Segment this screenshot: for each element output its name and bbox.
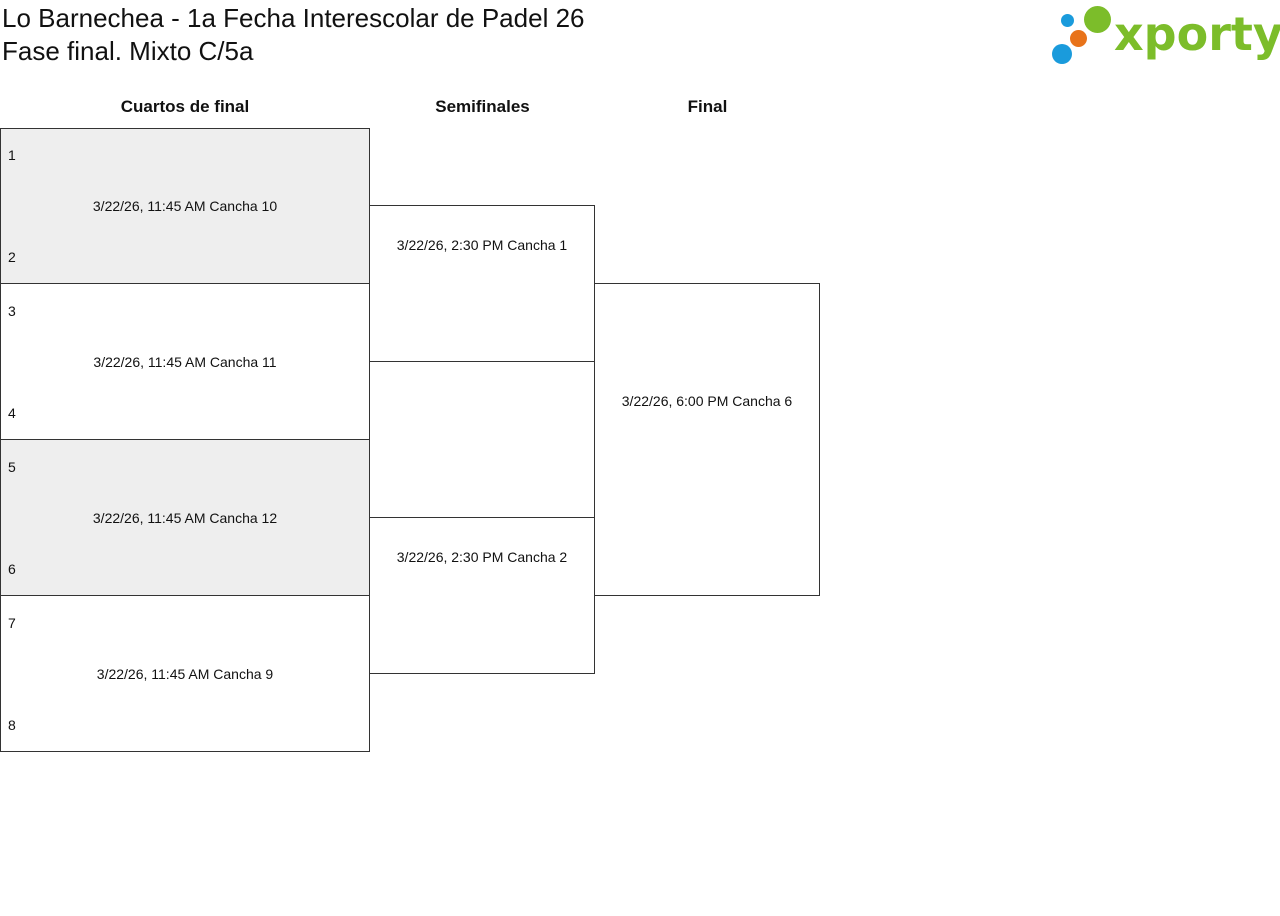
- seed-number: 3: [8, 303, 16, 319]
- quarterfinal-match-4[interactable]: 7 3/22/26, 11:45 AM Cancha 9 8: [0, 595, 370, 752]
- semifinal-match-2[interactable]: 3/22/26, 2:30 PM Cancha 2: [369, 517, 595, 674]
- seed-number: 6: [8, 561, 16, 577]
- round-header-semifinals: Semifinales: [435, 97, 530, 116]
- logo-wordmark: xporty: [1114, 7, 1280, 61]
- seed-number: 4: [8, 405, 16, 421]
- logo-dot-orange: [1070, 30, 1087, 47]
- logo-dot-blue-small: [1061, 14, 1074, 27]
- match-schedule: 3/22/26, 6:00 PM Cancha 6: [621, 393, 793, 409]
- match-schedule: 3/22/26, 2:30 PM Cancha 1: [396, 237, 568, 253]
- match-schedule: 3/22/26, 11:45 AM Cancha 9: [96, 666, 274, 682]
- quarterfinal-match-3[interactable]: 5 3/22/26, 11:45 AM Cancha 12 6: [0, 439, 370, 596]
- page-title: Lo Barnechea - 1a Fecha Interescolar de …: [2, 3, 585, 33]
- seed-number: 7: [8, 615, 16, 631]
- seed-number: 2: [8, 249, 16, 265]
- seed-number: 1: [8, 147, 16, 163]
- logo-dot-blue-large: [1052, 44, 1072, 64]
- round-header-final: Final: [687, 97, 728, 116]
- xporty-logo[interactable]: xporty: [1050, 4, 1280, 66]
- seed-number: 5: [8, 459, 16, 475]
- match-schedule: 3/22/26, 2:30 PM Cancha 2: [396, 549, 568, 565]
- quarterfinal-match-1[interactable]: 1 3/22/26, 11:45 AM Cancha 10 2: [0, 128, 370, 284]
- match-schedule: 3/22/26, 11:45 AM Cancha 10: [92, 198, 278, 214]
- seed-number: 8: [8, 717, 16, 733]
- logo-dot-green: [1084, 6, 1111, 33]
- quarterfinal-match-2[interactable]: 3 3/22/26, 11:45 AM Cancha 11 4: [0, 283, 370, 440]
- final-match[interactable]: 3/22/26, 6:00 PM Cancha 6: [594, 283, 820, 596]
- match-schedule: 3/22/26, 11:45 AM Cancha 12: [92, 510, 278, 526]
- page-subtitle: Fase final. Mixto C/5a: [2, 36, 254, 66]
- semifinal-match-1[interactable]: 3/22/26, 2:30 PM Cancha 1: [369, 205, 595, 362]
- match-schedule: 3/22/26, 11:45 AM Cancha 11: [93, 354, 277, 370]
- round-header-quarterfinals: Cuartos de final: [120, 97, 250, 116]
